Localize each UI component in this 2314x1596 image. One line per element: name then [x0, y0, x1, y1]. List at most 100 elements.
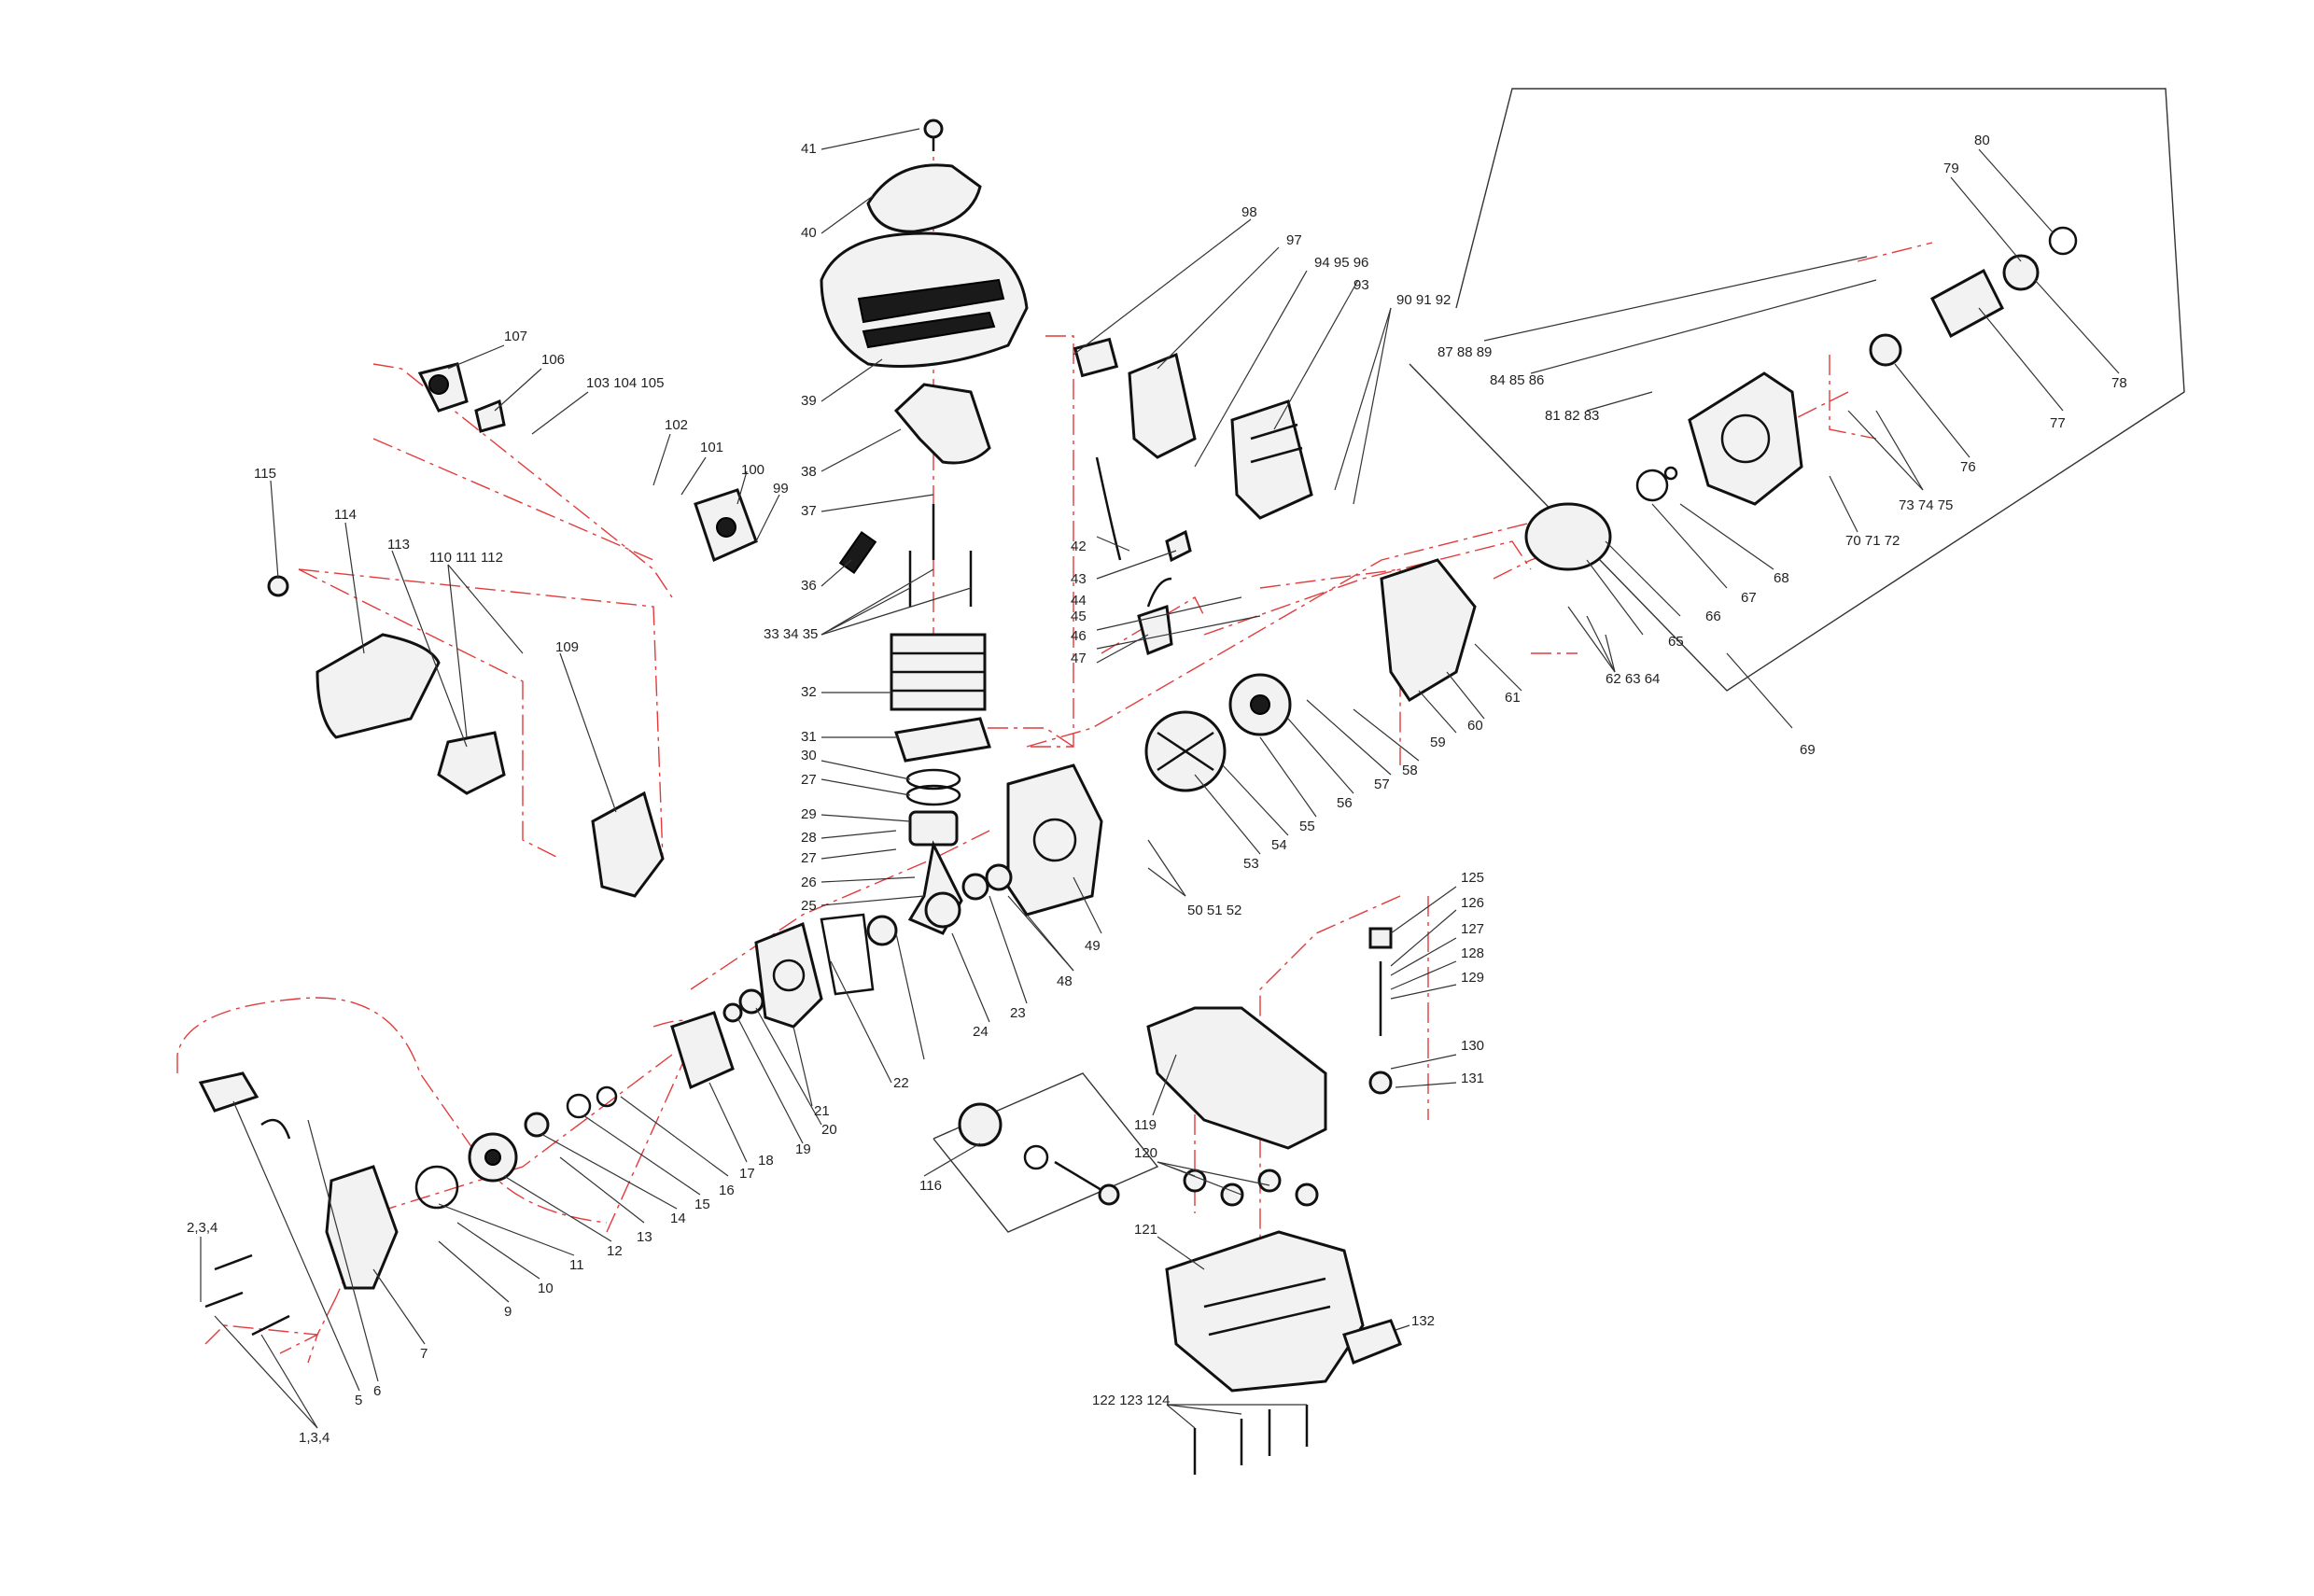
- label-29: 29: [801, 806, 817, 822]
- label-84-85-86: 84 85 86: [1490, 372, 1544, 388]
- label-132: 132: [1411, 1313, 1435, 1329]
- label-23: 23: [1010, 1005, 1026, 1021]
- label-68: 68: [1774, 570, 1789, 586]
- label-36: 36: [801, 578, 817, 594]
- label-102: 102: [665, 417, 688, 433]
- flywheel: [1144, 710, 1227, 792]
- label-43: 43: [1071, 571, 1087, 587]
- label-65: 65: [1668, 634, 1684, 650]
- label-1-3-4: 1,3,4: [299, 1430, 330, 1446]
- clutch-housing: [1688, 371, 1803, 506]
- muffler-body: [1128, 352, 1197, 459]
- label-42: 42: [1071, 539, 1087, 554]
- recoil-pulley: [468, 1132, 518, 1183]
- assembly-centerlines: [176, 131, 1933, 1381]
- label-27-b: 27: [801, 850, 817, 866]
- label-5: 5: [355, 1393, 362, 1408]
- label-81-82-83: 81 82 83: [1545, 408, 1599, 424]
- starter-handle: [198, 1071, 291, 1140]
- label-44: 44: [1071, 593, 1087, 609]
- starter-spring-parts: [524, 1085, 618, 1138]
- label-73-74-75: 73 74 75: [1899, 497, 1953, 513]
- label-46: 46: [1071, 628, 1087, 644]
- label-11: 11: [569, 1257, 584, 1273]
- air-filter-base: [591, 791, 665, 898]
- label-100: 100: [741, 462, 764, 478]
- label-122-123-124: 122 123 124: [1092, 1393, 1170, 1408]
- bearing-left: [866, 863, 1013, 946]
- label-129: 129: [1461, 970, 1484, 986]
- label-57: 57: [1374, 777, 1390, 792]
- part-labels: 41 40 39 38 37 36 33 34 35 32 31 30 27 2…: [187, 133, 2127, 1446]
- label-115: 115: [254, 466, 276, 482]
- label-113: 113: [387, 537, 410, 553]
- label-41: 41: [801, 141, 817, 157]
- label-56: 56: [1337, 795, 1353, 811]
- clutch-shoes: [1228, 673, 1292, 736]
- muffler-gasket: [1073, 337, 1119, 378]
- engine-base-frame: [1165, 1230, 1365, 1393]
- label-79: 79: [1943, 161, 1959, 176]
- starter-screws: [204, 1253, 290, 1337]
- crankcase-gasket: [820, 913, 875, 996]
- label-27-a: 27: [801, 772, 817, 788]
- starter-pulley-housing: [670, 1011, 735, 1090]
- label-31: 31: [801, 729, 817, 745]
- label-14: 14: [670, 1211, 686, 1226]
- label-47: 47: [1071, 651, 1087, 666]
- label-121: 121: [1134, 1222, 1157, 1238]
- air-filter-cover: [316, 633, 441, 739]
- label-30: 30: [801, 748, 817, 763]
- label-50-51-52: 50 51 52: [1187, 903, 1241, 918]
- label-131: 131: [1461, 1071, 1484, 1086]
- label-120: 120: [1134, 1145, 1157, 1161]
- label-125: 125: [1461, 870, 1484, 886]
- label-9: 9: [504, 1304, 512, 1320]
- piston: [908, 810, 959, 847]
- label-61: 61: [1505, 690, 1521, 706]
- label-127: 127: [1461, 921, 1484, 937]
- label-7: 7: [420, 1346, 428, 1362]
- label-24: 24: [973, 1024, 989, 1040]
- label-101: 101: [700, 440, 723, 455]
- label-106: 106: [541, 352, 565, 368]
- label-94-95-96: 94 95 96: [1314, 255, 1368, 271]
- label-98: 98: [1241, 204, 1257, 220]
- top-cover-screw: [923, 119, 944, 151]
- air-filter-element: [437, 731, 506, 795]
- cylinder-bolts: [908, 504, 973, 607]
- choke-knob: [267, 575, 289, 597]
- clutch-drum: [1524, 502, 1612, 571]
- tank-grommets: [1183, 1169, 1319, 1207]
- leader-lines: [200, 128, 2120, 1429]
- label-15: 15: [694, 1197, 710, 1212]
- crankcase-left: [754, 921, 823, 1029]
- fuel-filter-line: [1023, 1144, 1120, 1206]
- engine-cover: [820, 231, 1029, 368]
- fuel-tank: [1146, 1006, 1327, 1150]
- base-bolts: [1193, 1405, 1309, 1475]
- label-87-88-89: 87 88 89: [1437, 344, 1492, 360]
- muffler-shield: [1230, 399, 1313, 520]
- spark-plug-wire: [1095, 456, 1192, 563]
- base-pad: [1342, 1319, 1402, 1365]
- label-37: 37: [801, 503, 817, 519]
- ignition-coil: [1137, 577, 1173, 656]
- label-40: 40: [801, 225, 817, 241]
- clutch-nut: [2002, 254, 2040, 291]
- label-20: 20: [821, 1122, 837, 1138]
- spark-plug: [838, 531, 877, 574]
- clutch-bearing-sleeve: [1869, 333, 1902, 367]
- oil-seal: [722, 988, 764, 1023]
- label-76: 76: [1960, 459, 1976, 475]
- label-126: 126: [1461, 895, 1484, 911]
- carburetor: [417, 362, 469, 413]
- label-22: 22: [893, 1075, 909, 1091]
- label-49: 49: [1085, 938, 1101, 954]
- cylinder: [890, 633, 987, 711]
- primer-bulb-assembly: [1368, 927, 1393, 1095]
- label-99: 99: [773, 481, 789, 497]
- label-12: 12: [607, 1243, 623, 1259]
- label-38: 38: [801, 464, 817, 480]
